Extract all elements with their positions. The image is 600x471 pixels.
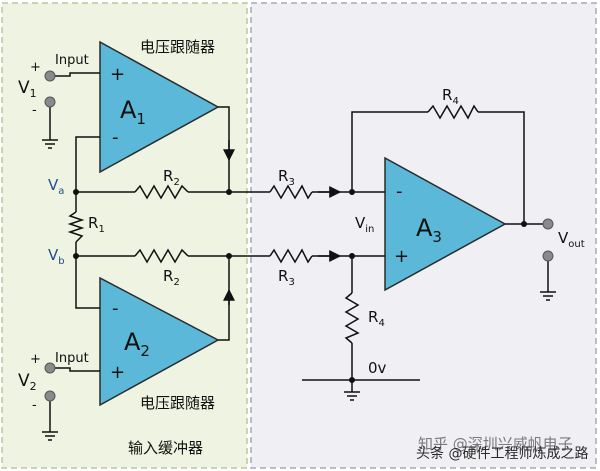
resistor-r3-bottom [269, 248, 313, 264]
ground-icon-vout [540, 291, 556, 301]
r2-bottom-label: R2 [163, 267, 180, 288]
r4-ground-label: R4 [368, 308, 385, 329]
v1-plus-sign: + [30, 60, 41, 75]
vb-label: Vb [48, 246, 65, 267]
a1-plus-sign: + [110, 64, 125, 85]
vout-label: Vout [558, 229, 585, 250]
input-label-bottom: Input [55, 351, 89, 366]
terminals [44, 70, 554, 402]
buffer-caption: 输入缓冲器 [128, 439, 203, 457]
r1-label: R1 [88, 214, 105, 235]
v1-terminal-plus [44, 70, 56, 82]
resistor-r4-feedback [427, 104, 479, 120]
ground-symbols [42, 139, 556, 441]
input-label-top: Input [55, 53, 89, 68]
amp-a2-triangle [99, 276, 220, 407]
amp-a3-triangle [384, 156, 507, 292]
resistor-r1 [67, 211, 85, 243]
v1-terminal-minus [44, 96, 56, 108]
amp-a1-label: A1 [120, 96, 146, 128]
amp-a1-triangle [99, 40, 220, 174]
v2-label: V2 [18, 371, 37, 393]
ground-icon-r4 [344, 391, 360, 401]
title-bottom: 电压跟随器 [140, 394, 215, 412]
a2-plus-sign: + [110, 362, 125, 383]
zero-volt-label: 0v [368, 359, 387, 377]
vout-terminal [542, 218, 554, 230]
watermark: 知乎 @深圳兴威帆电子 [418, 435, 573, 453]
title-top: 电压跟随器 [140, 38, 215, 56]
junction-dots [73, 189, 527, 383]
amp-a3-label: A3 [416, 214, 442, 246]
v2-plus-sign: + [30, 352, 41, 367]
v1-label: V1 [18, 78, 37, 100]
watermark-overlay: 头条 @硬件工程师炼成之路 [416, 445, 588, 462]
v2-minus-sign: - [32, 398, 37, 413]
v2-terminal-plus [44, 362, 56, 374]
r4-feedback-label: R4 [442, 86, 459, 107]
signal-arrows [223, 140, 342, 305]
vout-ground-terminal [542, 250, 554, 262]
resistor-r3-top [269, 184, 313, 200]
va-label: Va [48, 176, 64, 197]
resistor-r2-top [134, 184, 189, 200]
r3-top-label: R3 [278, 167, 295, 188]
a1-minus-sign: - [112, 127, 119, 148]
resistor-r4-ground [344, 292, 360, 344]
vin-label: Vin [355, 214, 374, 235]
resistor-r2-bottom [134, 248, 189, 264]
a2-minus-sign: - [112, 298, 119, 319]
r3-bottom-label: R3 [278, 267, 295, 288]
amp-a2-label: A2 [124, 328, 150, 360]
a3-minus-sign: - [396, 181, 403, 202]
ground-icon-v2 [42, 431, 58, 441]
v2-terminal-minus [44, 390, 56, 402]
r2-top-label: R2 [163, 167, 180, 188]
v1-minus-sign: - [32, 103, 37, 118]
a3-plus-sign: + [394, 246, 409, 267]
ground-icon-v1 [42, 139, 58, 149]
